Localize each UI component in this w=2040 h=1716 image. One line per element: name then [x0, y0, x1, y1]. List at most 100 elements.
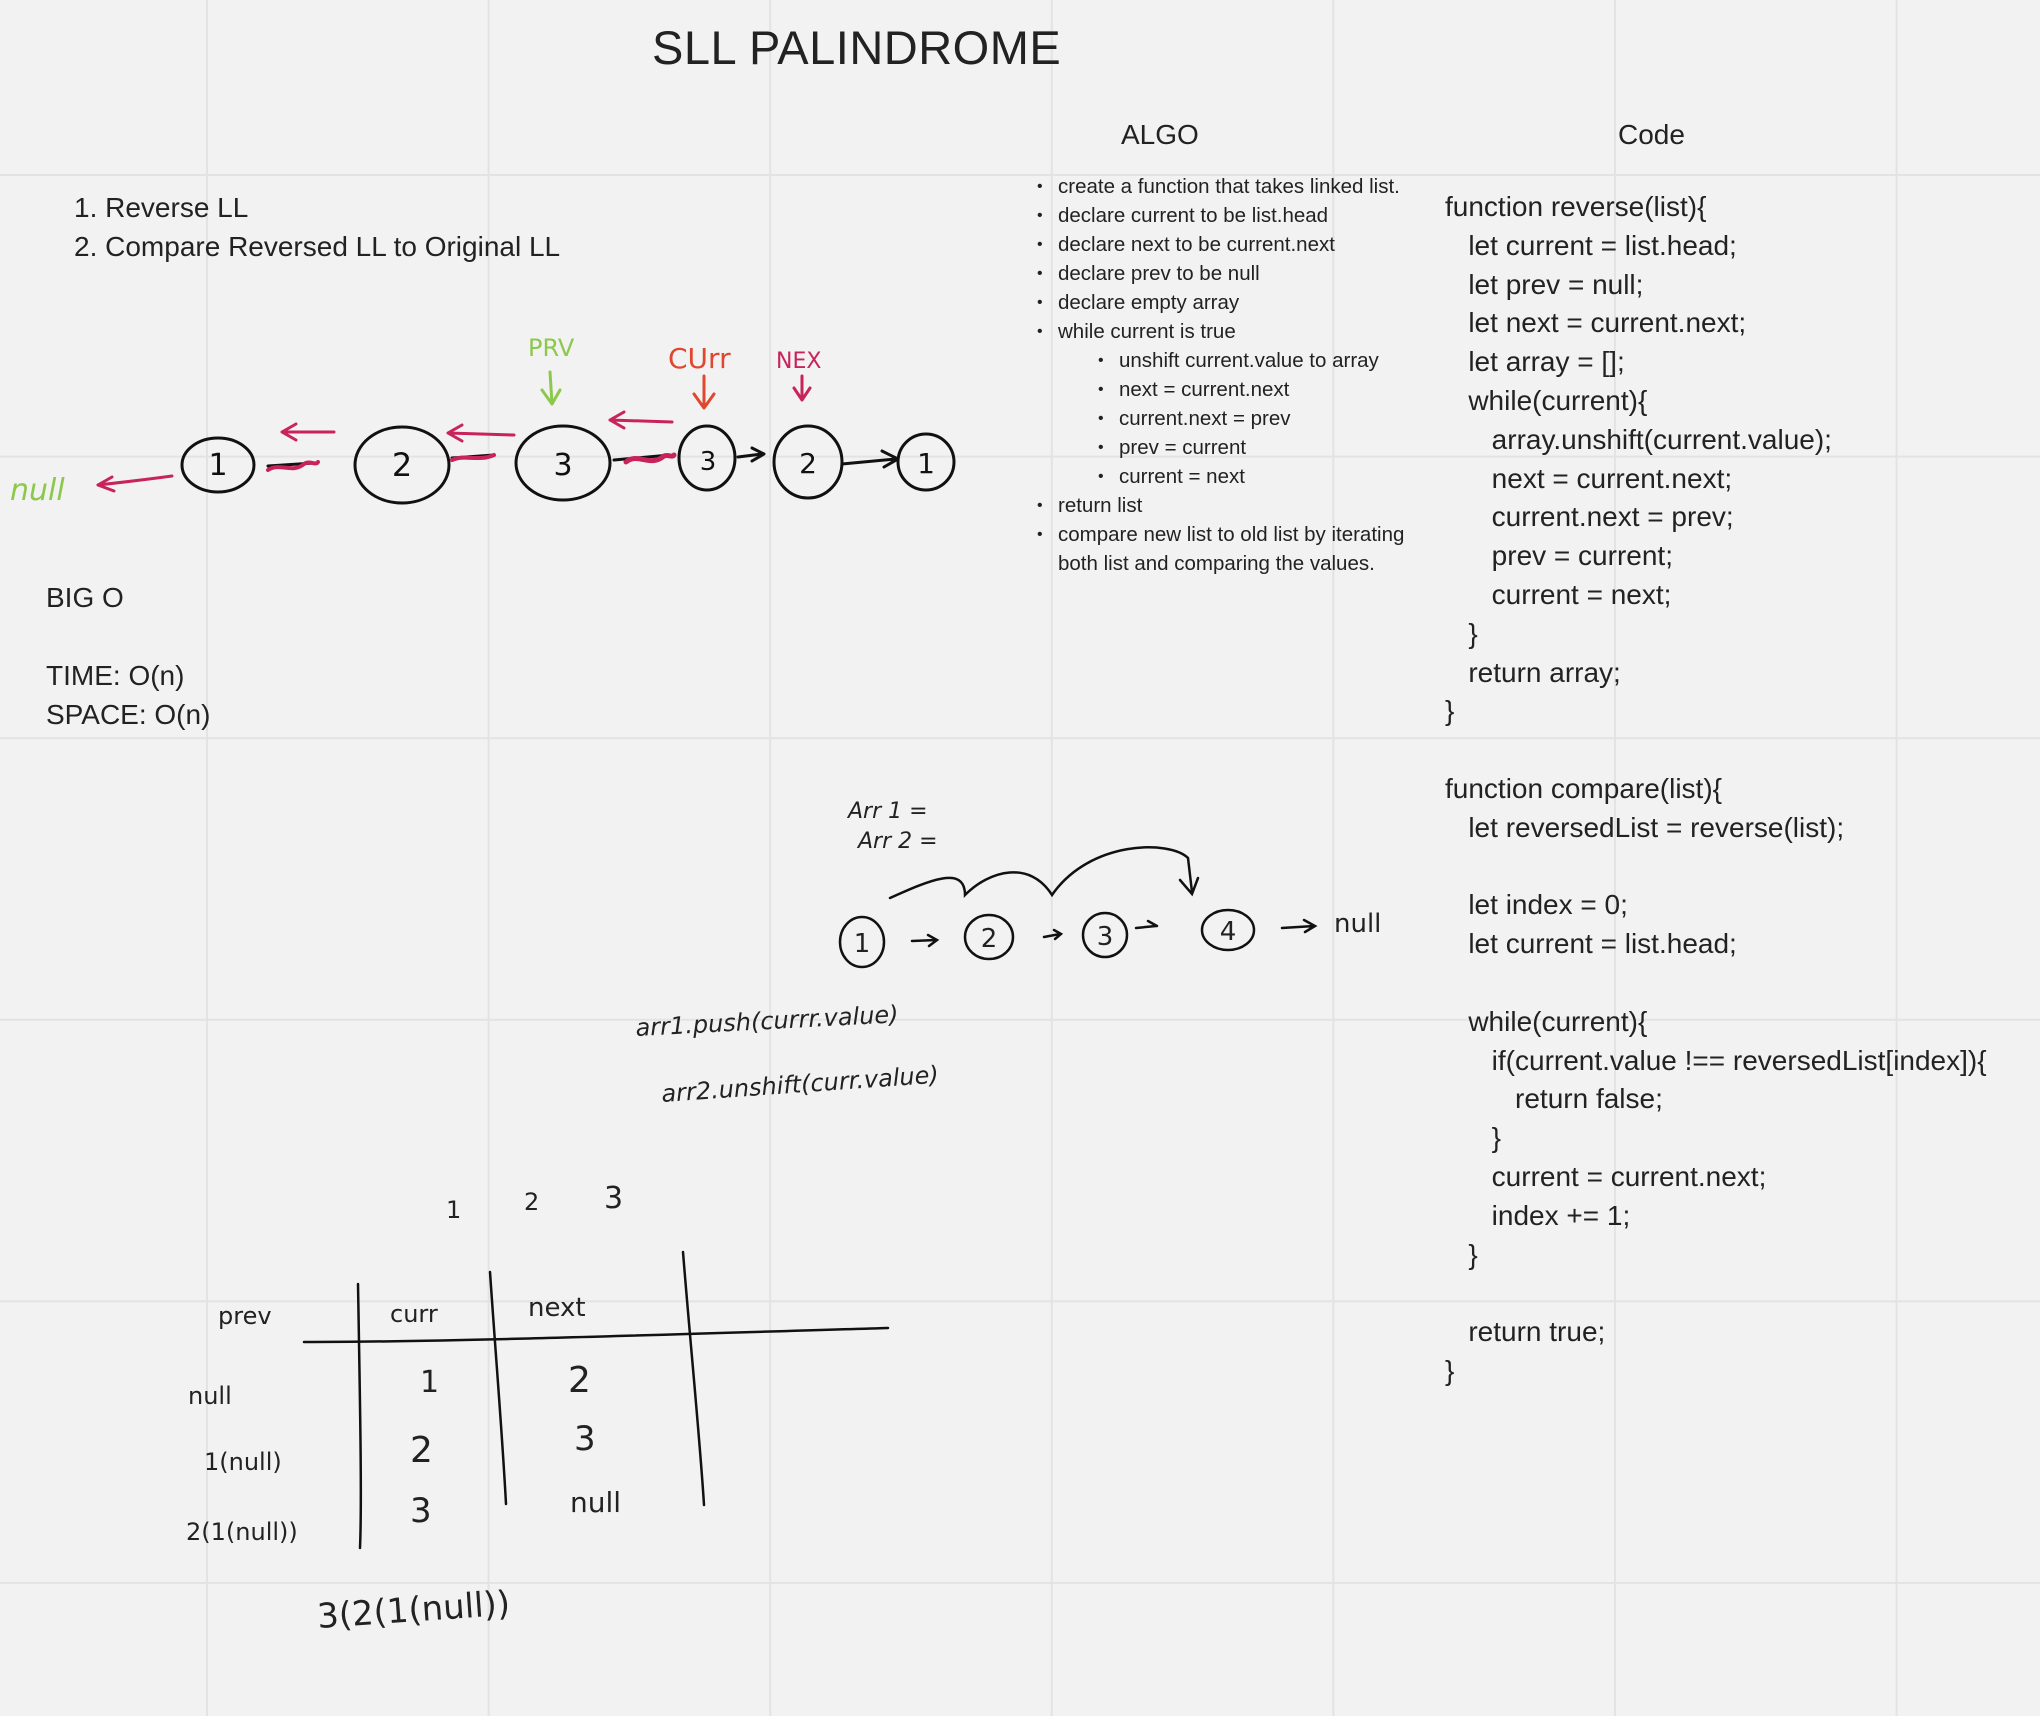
- algo-item: compare new list to old list by iteratin…: [1037, 520, 1437, 578]
- arr2-label: Arr 2 =: [856, 829, 938, 854]
- code-line: }: [1445, 1238, 1478, 1270]
- column-number: 3: [604, 1181, 623, 1216]
- code-line: current = next;: [1445, 578, 1672, 610]
- code-line: if(current.value !== reversedList[index]…: [1445, 1044, 1987, 1076]
- push-note: arr1.push(currr.value): [635, 1000, 899, 1042]
- code-line: let index = 0;: [1445, 889, 1628, 921]
- recursion-note: 3(2(1(null)): [316, 1584, 512, 1637]
- code-line: let next = current.next;: [1445, 307, 1747, 339]
- table-column-line: [488, 1270, 508, 1506]
- algo-subitem: prev = current: [1037, 433, 1437, 462]
- node-value: 2: [981, 924, 998, 954]
- table-cell: 2: [568, 1360, 591, 1401]
- big-o-time: TIME: O(n): [46, 660, 185, 691]
- table-header: next: [528, 1293, 586, 1323]
- algo-item: declare empty array: [1037, 288, 1437, 317]
- algo-item: declare prev to be null: [1037, 259, 1437, 288]
- compare-arrays-sketch: Arr 1 = Arr 2 = 1 2 3 4 null arr1.push(c…: [635, 799, 1382, 1108]
- crossed-arrow: [450, 453, 496, 462]
- code-line: current.next = prev;: [1445, 501, 1734, 533]
- table-header: curr: [390, 1300, 438, 1328]
- jump-arrow: [888, 846, 1200, 900]
- code-heading: Code: [1618, 119, 1685, 150]
- next-arrow: [1042, 928, 1064, 941]
- code-line: array.unshift(current.value);: [1445, 423, 1832, 455]
- node-value: 2: [799, 447, 817, 480]
- table-header-line: [302, 1326, 890, 1344]
- node-value: 1: [208, 448, 227, 483]
- next-pointer-label: NEX: [776, 349, 821, 374]
- list-node: [772, 424, 844, 500]
- algo-subitem: unshift current.value to array: [1037, 346, 1437, 375]
- node-value: 1: [854, 929, 871, 959]
- code-line: let array = [];: [1445, 346, 1625, 378]
- list-node: [896, 432, 956, 492]
- node-value: 3: [1097, 922, 1114, 952]
- code-line: function compare(list){: [1445, 772, 1723, 804]
- code-line: let reversedList = reverse(list);: [1445, 811, 1845, 843]
- algo-item: declare current to be list.head: [1037, 201, 1437, 230]
- code-line: let current = list.head;: [1445, 229, 1737, 261]
- code-line: while(current){: [1445, 384, 1648, 416]
- null-label: null: [10, 473, 65, 508]
- code-line: current = current.next;: [1445, 1160, 1767, 1192]
- code-line: next = current.next;: [1445, 462, 1733, 494]
- table-cell: 2: [410, 1430, 433, 1471]
- next-arrow: [736, 446, 766, 463]
- table-column-line: [356, 1282, 363, 1550]
- code-line: }: [1445, 1122, 1502, 1154]
- step-item: 2. Compare Reversed LL to Original LL: [74, 231, 561, 262]
- table-column-line: [681, 1250, 706, 1507]
- curr-pointer-label: CUrr: [668, 342, 731, 375]
- big-o-notes: BIG O TIME: O(n) SPACE: O(n): [46, 578, 210, 734]
- column-number: 2: [524, 1188, 539, 1216]
- table-cell: null: [188, 1382, 232, 1410]
- reverse-arrow: [446, 423, 516, 443]
- node-value: 3: [553, 448, 572, 483]
- list-node: [838, 915, 886, 969]
- algo-item: declare next to be current.next: [1037, 230, 1437, 259]
- next-pointer-arrow: [792, 374, 812, 402]
- table-cell: 3: [410, 1491, 432, 1531]
- next-arrow: [840, 449, 900, 469]
- null-label: null: [1334, 909, 1381, 939]
- algo-subitem: current = next: [1037, 462, 1437, 491]
- next-arrow: [1280, 918, 1318, 934]
- algo-subitem: next = current.next: [1037, 375, 1437, 404]
- unshift-note: arr2.unshift(curr.value): [660, 1061, 939, 1108]
- code-line: }: [1445, 617, 1478, 649]
- algo-list: create a function that takes linked list…: [1037, 172, 1437, 578]
- node-value: 1: [917, 447, 935, 480]
- code-line: index += 1;: [1445, 1199, 1631, 1231]
- list-node: [514, 424, 612, 502]
- table-cell: 2(1(null)): [186, 1518, 298, 1546]
- list-node: [963, 913, 1015, 961]
- code-line: function reverse(list){: [1445, 191, 1707, 222]
- table-cell: 3: [574, 1419, 596, 1459]
- code-line: return array;: [1445, 656, 1621, 688]
- code-line: while(current){: [1445, 1005, 1648, 1037]
- reverse-list-sketch: null 1 2 3 3 2 1: [10, 334, 956, 508]
- list-node: [1081, 911, 1129, 959]
- code-line: prev = current;: [1445, 540, 1673, 572]
- list-node: [677, 424, 737, 492]
- node-value: 3: [700, 447, 717, 477]
- table-cell: 1(null): [204, 1448, 282, 1476]
- crossed-arrow: [266, 460, 320, 472]
- crossed-arrow: [623, 452, 677, 465]
- arr1-label: Arr 1 =: [846, 799, 928, 824]
- code-line: return false;: [1445, 1083, 1663, 1115]
- code-block: function reverse(list){ let current = li…: [1445, 188, 1987, 1391]
- next-arrow: [910, 933, 940, 948]
- table-cell: null: [570, 1486, 621, 1519]
- algo-item: return list: [1037, 491, 1437, 520]
- steps-list: 1. Reverse LL 2. Compare Reversed LL to …: [74, 188, 560, 266]
- list-node: [353, 425, 451, 505]
- arrow-head: [96, 475, 116, 493]
- back-arrow: [96, 474, 174, 487]
- next-arrow: [1134, 919, 1159, 930]
- column-number: 1: [446, 1196, 461, 1224]
- curr-pointer-arrow: [692, 374, 716, 410]
